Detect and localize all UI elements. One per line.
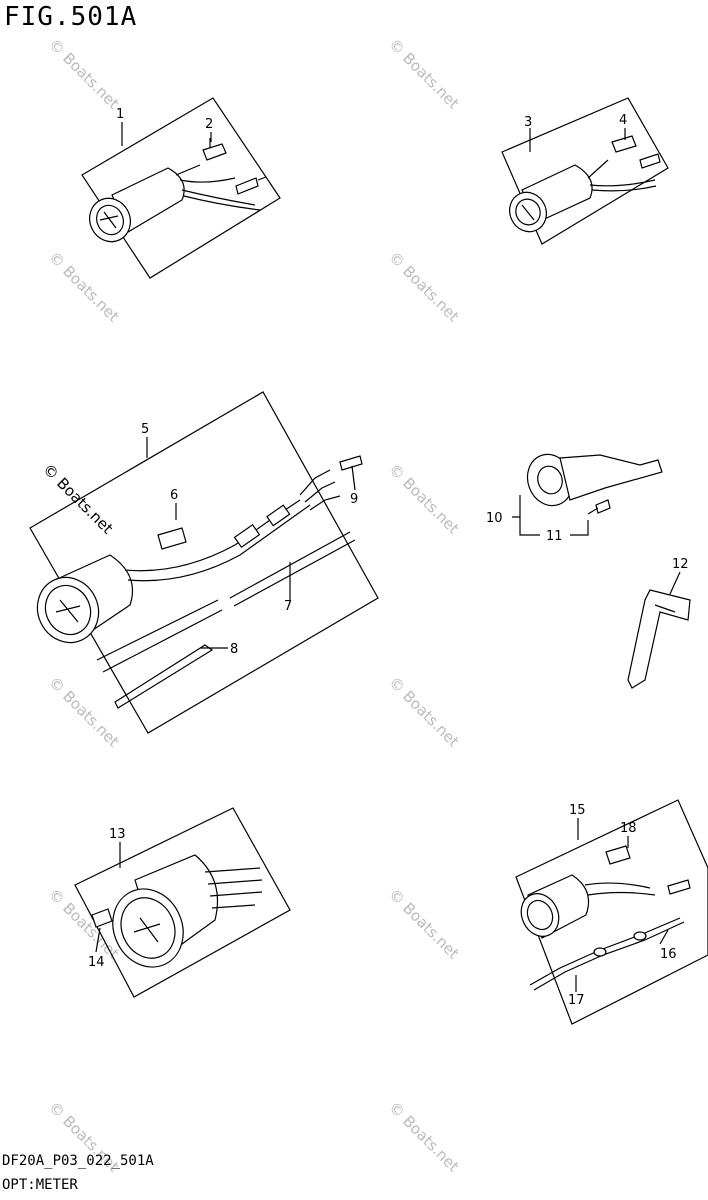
callout-2: 2	[205, 117, 213, 132]
callout-13: 13	[109, 827, 126, 842]
figure-name: OPT:METER	[2, 1177, 78, 1193]
watermark: © Boats.net	[385, 885, 463, 963]
callout-8: 8	[230, 642, 238, 657]
callout-1: 1	[116, 107, 124, 122]
callout-11: 11	[546, 529, 563, 544]
watermark: © Boats.net	[45, 673, 123, 751]
callout-15: 15	[569, 803, 586, 818]
watermark: © Boats.net	[45, 35, 123, 113]
callout-14: 14	[88, 955, 105, 970]
figure-title: FIG.501A	[4, 2, 138, 32]
watermark: © Boats.net	[39, 460, 117, 538]
callout-3: 3	[524, 115, 532, 130]
callout-12: 12	[672, 557, 689, 572]
callout-5: 5	[141, 422, 149, 437]
callout-9: 9	[350, 492, 358, 507]
callout-17: 17	[568, 993, 585, 1008]
callout-18: 18	[620, 821, 637, 836]
watermark: © Boats.net	[385, 673, 463, 751]
watermark: © Boats.net	[385, 35, 463, 113]
group-12-bracket	[627, 589, 691, 689]
group-5-meter-kit	[29, 391, 379, 734]
figure-code: DF20A_P03_022_501A	[2, 1153, 154, 1169]
callout-10: 10	[486, 511, 503, 526]
watermark: © Boats.net	[385, 460, 463, 538]
watermark: © Boats.net	[385, 248, 463, 326]
callout-16: 16	[660, 947, 677, 962]
group-1-meter	[81, 97, 281, 279]
watermark: © Boats.net	[385, 1098, 463, 1176]
callout-4: 4	[619, 113, 627, 128]
group-13-gauge	[74, 807, 291, 998]
callout-6: 6	[170, 488, 178, 503]
watermark: © Boats.net	[45, 885, 123, 963]
group-15-meter-set	[515, 799, 708, 1025]
watermark: © Boats.net	[45, 248, 123, 326]
group-3-meter	[501, 97, 669, 245]
callout-7: 7	[284, 599, 292, 614]
group-10-handle	[526, 453, 663, 515]
